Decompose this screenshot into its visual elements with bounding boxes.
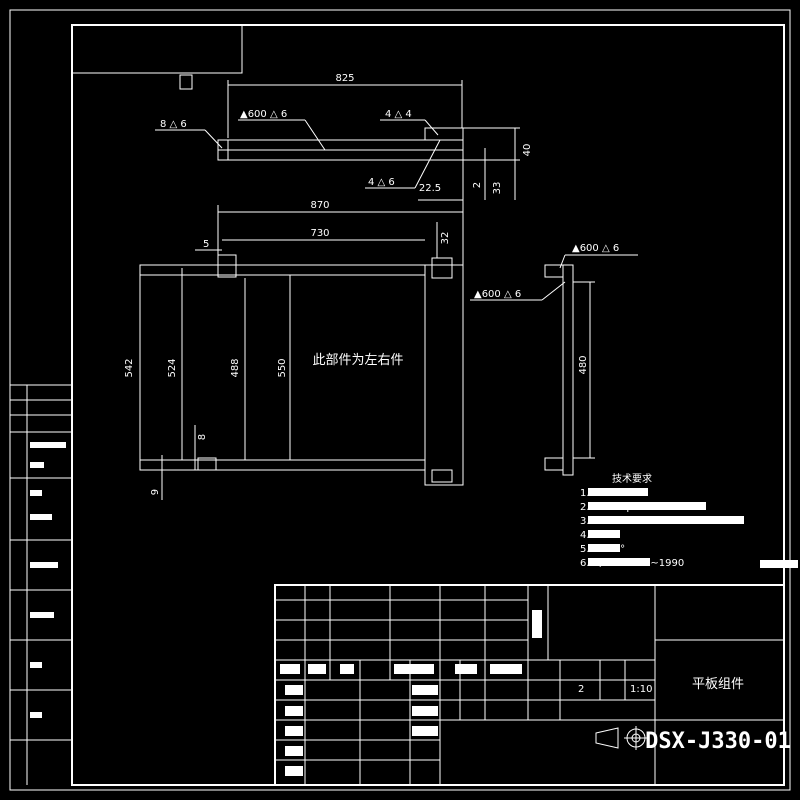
dim-550: 550	[277, 358, 288, 377]
dim-5: 5	[203, 239, 209, 250]
dim-542: 542	[124, 358, 135, 377]
left-margin-table	[10, 384, 72, 785]
dim-8: 8	[197, 434, 208, 440]
weld-callout-600-6: ▲600 △ 6	[240, 109, 287, 120]
top-left-box	[71, 24, 243, 74]
dim-9: 9	[150, 489, 161, 495]
dim-32: 32	[440, 232, 451, 245]
title-block: 2 1:10 平板组件 DSX-J330-01	[274, 584, 791, 786]
scale-value: 1:10	[630, 684, 652, 695]
side-weld-mid: ▲600 △ 6	[474, 289, 521, 300]
dim-730: 730	[310, 228, 329, 239]
part-note: 此部件为左右件	[312, 353, 403, 368]
dim-2: 2	[472, 182, 483, 188]
dim-488: 488	[230, 358, 241, 377]
tech-heading: 技术要求	[612, 472, 652, 485]
dim-480: 480	[578, 355, 589, 374]
weld-callout-4-6: 4 △ 6	[368, 177, 395, 188]
dim-825: 825	[335, 73, 354, 84]
dim-870: 870	[310, 200, 329, 211]
part-name: 平板组件	[692, 677, 744, 692]
side-view: 480 ▲600 △ 6 ▲600 △ 6	[470, 243, 638, 476]
dim-524: 524	[167, 358, 178, 377]
top-view: 825 40 33 2 22.5 8 △ 6 ▲600 △ 6 4 △ 4 4 …	[155, 73, 533, 205]
dim-22-5: 22.5	[419, 183, 441, 194]
view-marker-square	[179, 74, 193, 90]
dim-33: 33	[492, 182, 503, 195]
weld-callout-8-6: 8 △ 6	[160, 119, 187, 130]
tech-requirements: 技术要求 1. 2. 0~100μm 3. 4. 2.5 5. 3×45° 6.…	[580, 472, 798, 569]
tech-item-3: 3.	[580, 516, 590, 527]
front-view: 870 730 5 32 542 524 488 550 8 9 此部件为左右件	[124, 200, 464, 500]
dim-40: 40	[522, 144, 533, 157]
side-weld-top: ▲600 △ 6	[572, 243, 619, 254]
tech-item-1: 1.	[580, 488, 590, 499]
first-angle-projection-icon	[595, 726, 648, 750]
qty-value: 2	[578, 684, 584, 695]
drawing-number: DSX-J330-01	[645, 729, 791, 754]
weld-callout-4-4: 4 △ 4	[385, 109, 412, 120]
